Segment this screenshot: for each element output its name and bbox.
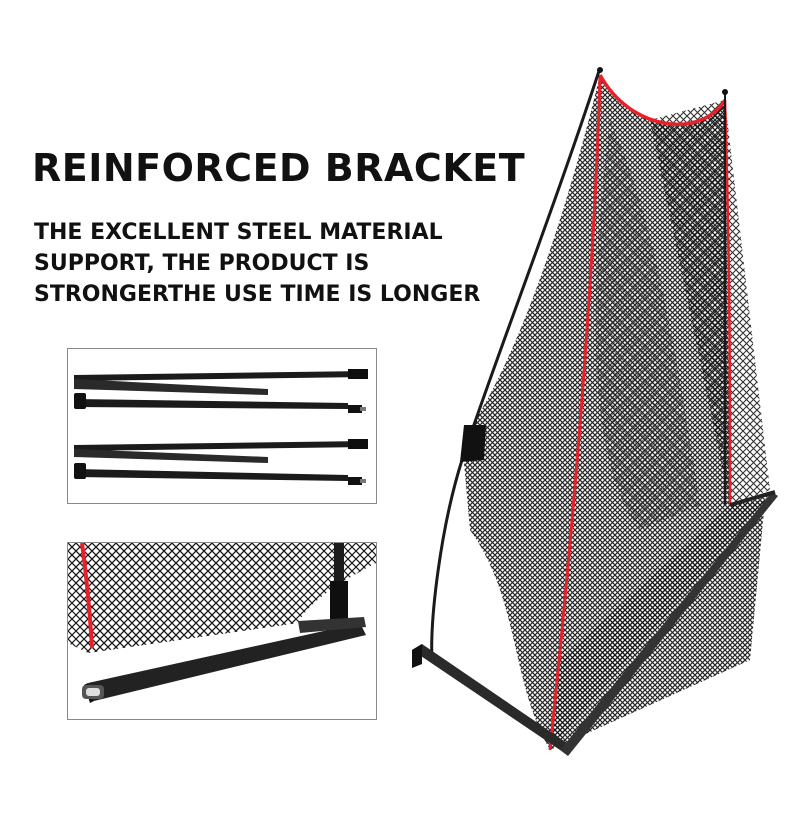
- steel-poles-illustration: [74, 369, 368, 485]
- description: THE EXCELLENT STEEL MATERIAL SUPPORT, TH…: [34, 217, 480, 310]
- heading: REINFORCED BRACKET: [32, 146, 526, 190]
- description-line-2: SUPPORT, THE PRODUCT IS: [34, 251, 370, 276]
- net-top-trim: [598, 74, 727, 127]
- base-frame-front: [412, 644, 570, 750]
- base-frame-illustration: [68, 543, 376, 703]
- net-ground-panel: [550, 492, 772, 750]
- base-frame-side: [560, 492, 778, 756]
- main-product-image: [400, 60, 780, 780]
- inset-poles-image: [67, 348, 377, 504]
- inset-base-image: [67, 542, 377, 720]
- pole-sleeve: [460, 425, 486, 462]
- description-line-1: THE EXCELLENT STEEL MATERIAL: [34, 220, 443, 245]
- description-line-3: STRONGERTHE USE TIME IS LONGER: [34, 282, 481, 307]
- net-edge-trim: [548, 74, 602, 751]
- golf-net-illustration: [412, 67, 778, 756]
